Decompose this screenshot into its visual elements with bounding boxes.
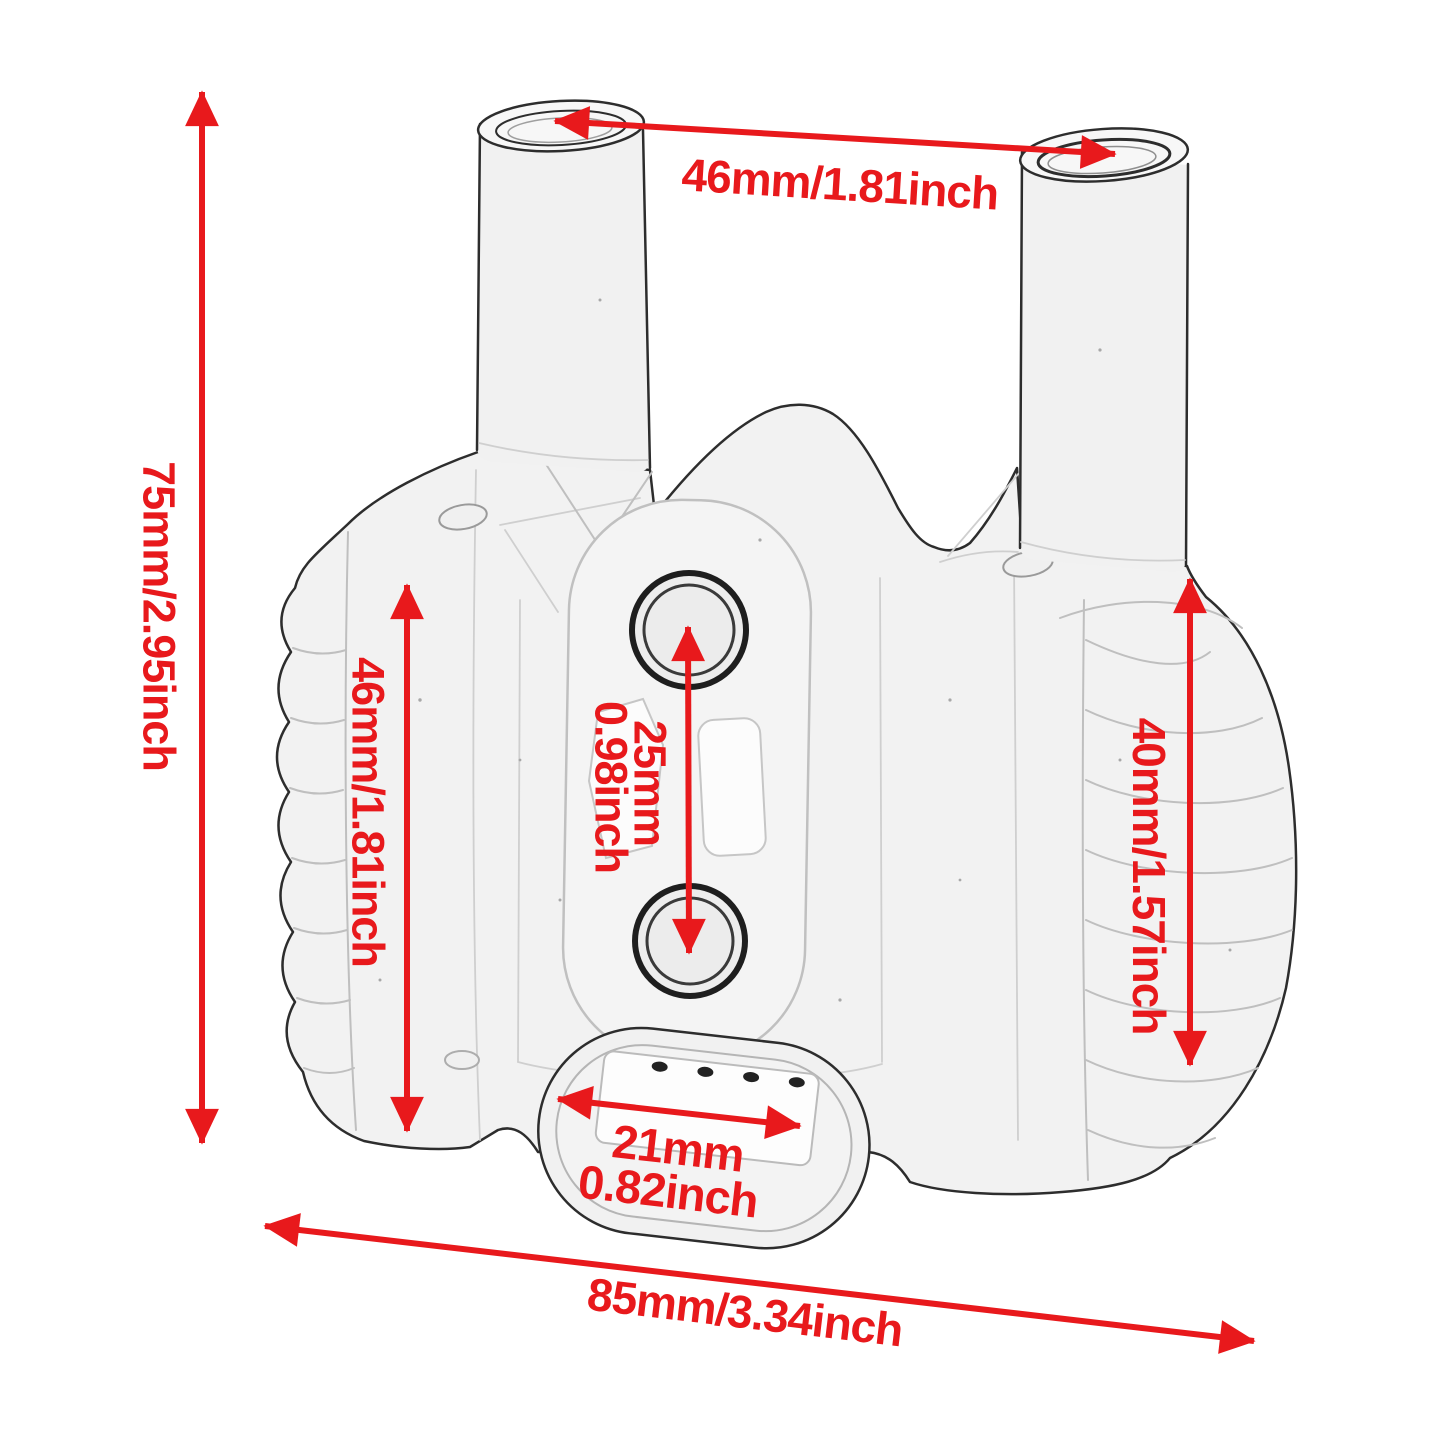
left-plug-tower xyxy=(475,99,652,472)
ignition-coil-sketch xyxy=(275,99,1298,1250)
bracket-cutout-left xyxy=(587,697,665,860)
dim-label-left-height: 46mm/1.81inch xyxy=(343,657,394,967)
cast-hole-left xyxy=(438,503,488,531)
dim-label-top-span: 46mm/1.81inch xyxy=(680,148,999,219)
paper-speckle xyxy=(378,298,1232,1002)
dim-arrow-overall-width xyxy=(263,1213,1256,1354)
front-panel-lines xyxy=(499,454,1021,1141)
dim-label-overall-height: 75mm/2.95inch xyxy=(134,461,185,771)
dim-arrow-hole-spacing xyxy=(671,625,706,955)
dim-arrow-top-span xyxy=(553,106,1117,169)
dim-label-hole-spacing-mm: 25mm xyxy=(625,720,676,846)
cast-hole-bottom-left xyxy=(444,1050,480,1070)
bracket-cutout-right xyxy=(697,717,767,857)
dim-arrow-connector-width xyxy=(556,1085,802,1140)
mounting-bracket xyxy=(561,498,813,1062)
right-plug-tower xyxy=(1018,127,1190,572)
connector-pins xyxy=(651,1061,805,1088)
dim-label-hole-spacing-inch: 0.98inch xyxy=(586,701,637,873)
dim-label-right-height: 40mm/1.57inch xyxy=(1123,718,1175,1035)
